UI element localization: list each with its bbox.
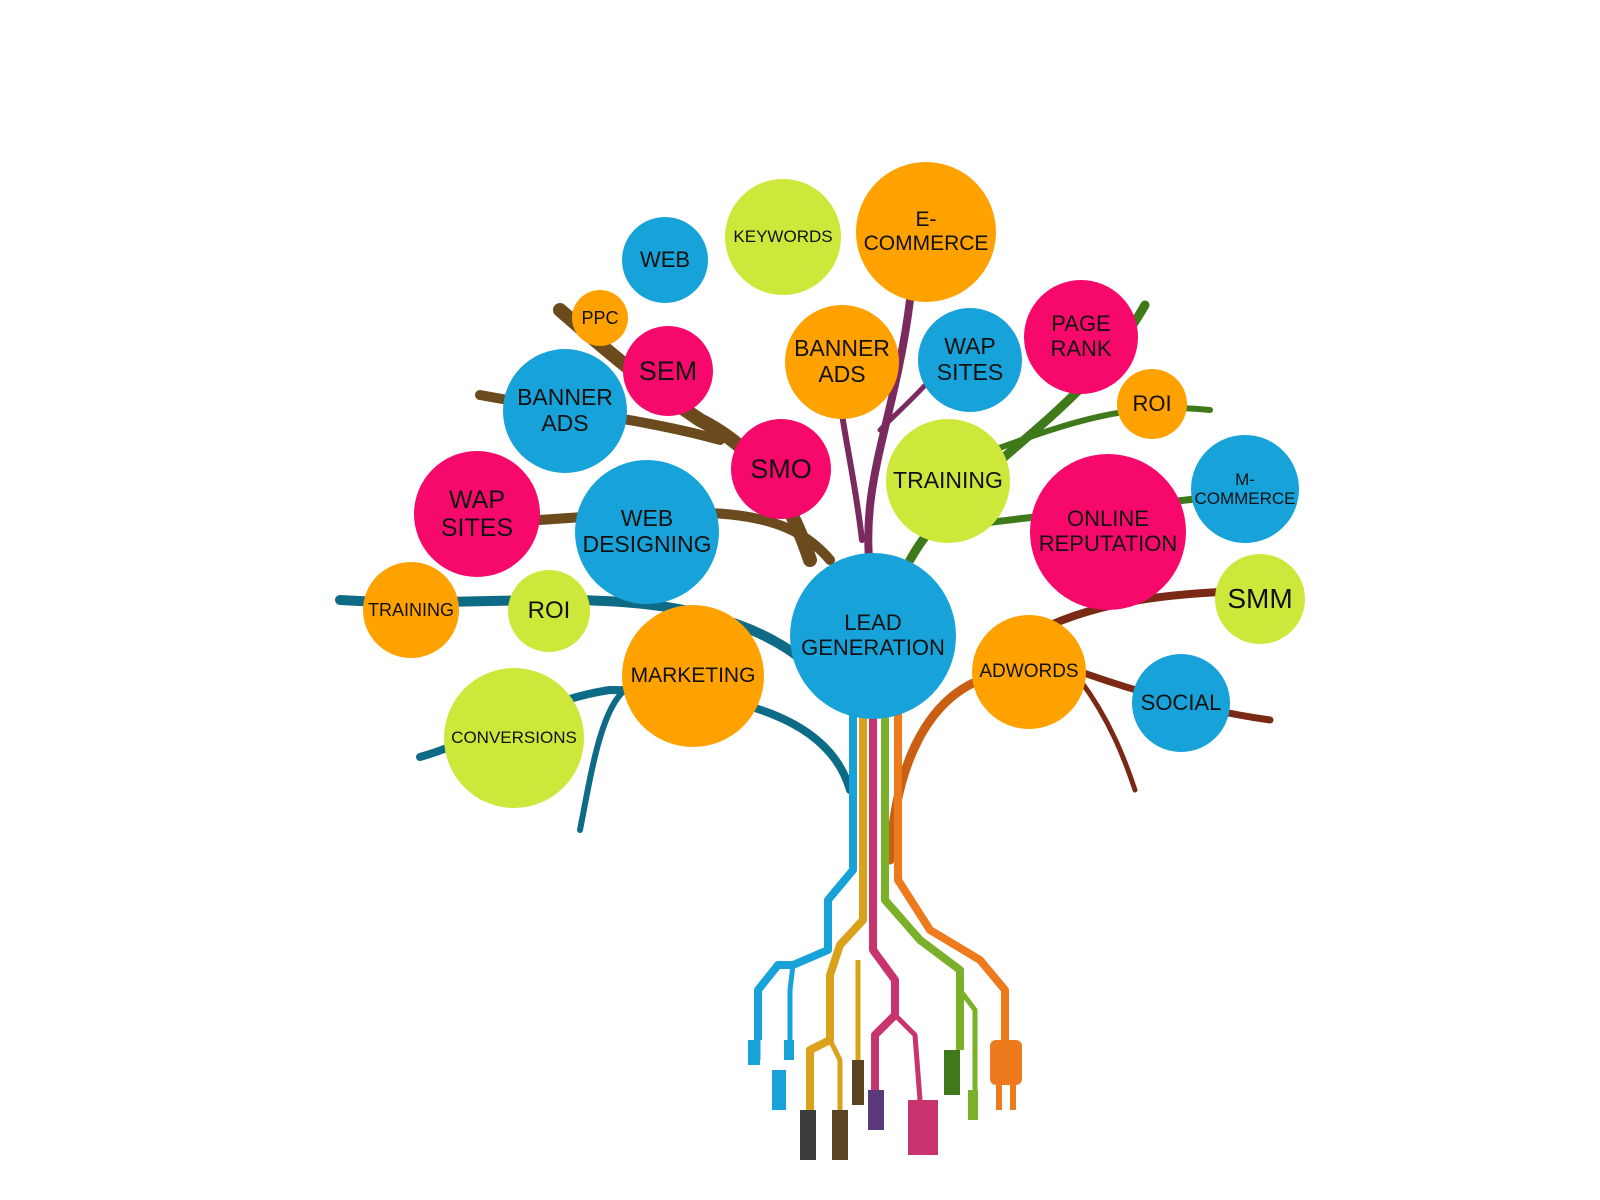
node-roi-label: ROI <box>1132 390 1172 416</box>
node-marketing-label: MARKETING <box>630 664 756 688</box>
node-web-designing: WEB DESIGNING <box>575 460 719 604</box>
node-training: TRAINING <box>363 562 459 658</box>
node-wap-sites-label: WAP SITES <box>440 486 514 542</box>
node-training-label: TRAINING <box>893 467 1003 494</box>
branch-adwords <box>885 675 985 865</box>
vga-plug-icon <box>868 1090 938 1155</box>
node-adwords: ADWORDS <box>972 615 1086 729</box>
usb-plug-icon <box>748 1040 794 1110</box>
node-banner-ads: BANNER ADS <box>503 349 627 473</box>
node-lead-generation-root: LEAD GENERATION <box>790 553 956 719</box>
node-training-label: TRAINING <box>368 599 455 620</box>
cable-green <box>881 700 964 1050</box>
node-page-rank-label: PAGE RANK <box>1050 311 1112 361</box>
cable-blue <box>754 700 857 1040</box>
node-m-commerce-label: M- COMMERCE <box>1194 469 1296 508</box>
node-sem-label: SEM <box>638 355 698 386</box>
cable-orange <box>894 700 1009 1040</box>
audio-jack-icon <box>800 1060 864 1160</box>
node-conversions-label: CONVERSIONS <box>451 728 577 748</box>
usb-plug-icon <box>944 1050 978 1120</box>
node-banner-ads-label: BANNER ADS <box>794 335 890 387</box>
cable-yellow-branch <box>827 1038 843 1110</box>
node-conversions: CONVERSIONS <box>444 668 584 808</box>
node-marketing: MARKETING <box>622 605 764 747</box>
cable-pink <box>869 700 899 1090</box>
node-training: TRAINING <box>886 419 1010 543</box>
node-wap-sites: WAP SITES <box>918 308 1022 412</box>
node-social-label: SOCIAL <box>1140 689 1222 715</box>
cable-green-branch <box>958 988 978 1090</box>
node-web-designing-label: WEB DESIGNING <box>582 505 712 557</box>
node-banner-ads-label: BANNER ADS <box>517 384 613 436</box>
node-e-commerce: E- COMMERCE <box>856 162 996 302</box>
node-roi: ROI <box>508 570 590 652</box>
power-plug-icon <box>990 1040 1022 1110</box>
branch-e-commerce <box>864 296 914 574</box>
cable-yellow <box>806 700 867 1110</box>
node-m-commerce: M- COMMERCE <box>1191 435 1299 543</box>
node-smm-label: SMM <box>1227 583 1293 615</box>
branch-conversions-lower <box>577 687 628 833</box>
node-page-rank: PAGE RANK <box>1024 280 1138 394</box>
cable-blue-branch-2 <box>755 963 780 1060</box>
cable-blue-branch <box>787 964 796 1040</box>
node-sem: SEM <box>623 326 713 416</box>
node-keywords-label: KEYWORDS <box>733 227 833 247</box>
trunk-cables <box>754 700 1009 1110</box>
node-smm: SMM <box>1215 554 1305 644</box>
node-web-label: WEB <box>639 246 691 272</box>
cable-pink-branch <box>893 1013 923 1101</box>
node-online-reputation-label: ONLINE REPUTATION <box>1038 506 1178 556</box>
node-wap-sites: WAP SITES <box>414 451 540 577</box>
branch-social-lower <box>1077 677 1138 793</box>
node-adwords-label: ADWORDS <box>979 661 1079 683</box>
node-lead-generation-root-label: LEAD GENERATION <box>801 610 945 660</box>
node-ppc: PPC <box>572 290 628 346</box>
node-online-reputation: ONLINE REPUTATION <box>1030 454 1186 610</box>
cable-connectors <box>748 1040 1022 1160</box>
node-wap-sites-label: WAP SITES <box>936 333 1004 385</box>
node-ppc-label: PPC <box>581 307 619 328</box>
node-roi: ROI <box>1117 369 1187 439</box>
node-smo-label: SMO <box>750 453 812 484</box>
node-keywords: KEYWORDS <box>725 179 841 295</box>
node-smo: SMO <box>731 419 831 519</box>
node-web: WEB <box>622 217 708 303</box>
node-roi-label: ROI <box>527 596 571 624</box>
branch-banner-ads-center <box>837 397 865 543</box>
node-e-commerce-label: E- COMMERCE <box>863 208 989 255</box>
node-social: SOCIAL <box>1132 654 1230 752</box>
node-banner-ads: BANNER ADS <box>785 305 899 419</box>
